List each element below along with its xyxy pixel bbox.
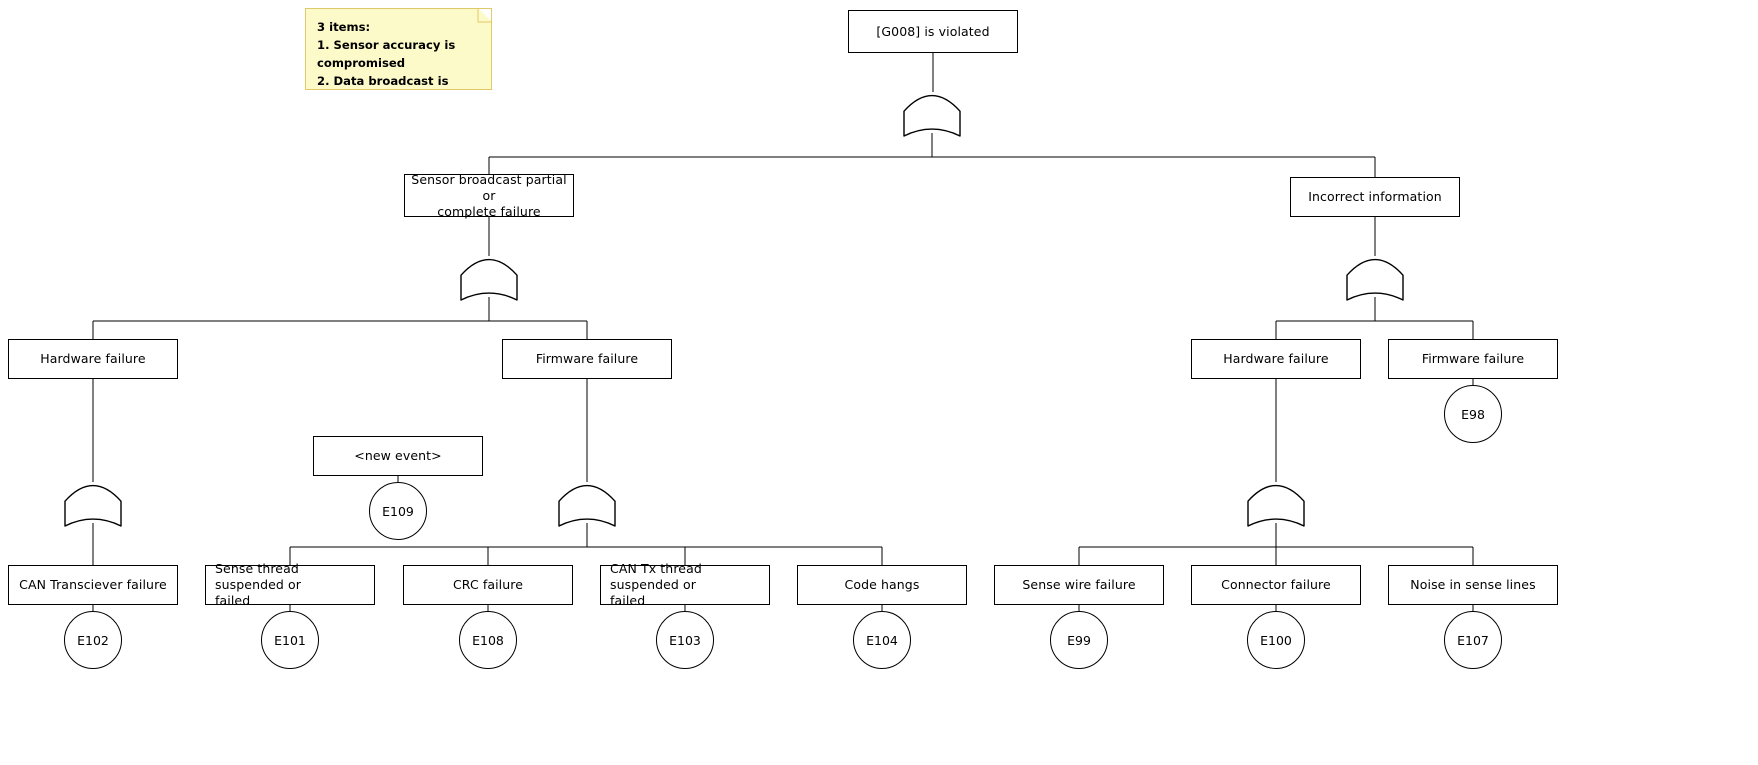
basic-event-label: E107 [1457,632,1489,648]
or-gate-gate-hw1[interactable] [61,476,125,530]
fault-node-g1[interactable]: Sensor broadcast partial or complete fai… [404,171,574,219]
or-gate-gate-fw1[interactable] [555,476,619,530]
fault-node-label: Code hangs [844,577,920,592]
basic-event-e104[interactable]: E104 [853,611,911,669]
fault-node-label: Firmware failure [1421,351,1525,366]
basic-event-label: E98 [1461,406,1485,422]
fault-node-label: Sensor broadcast partial or complete fai… [411,171,567,219]
basic-event-e108[interactable]: E108 [459,611,517,669]
basic-event-e101[interactable]: E101 [261,611,319,669]
fault-node-fw1[interactable]: Firmware failure [502,339,672,379]
or-gate-gate-hw2[interactable] [1244,476,1308,530]
fault-node-can[interactable]: CAN Transciever failure [8,565,178,605]
sticky-note-text: 3 items: 1. Sensor accuracy is compromis… [317,20,456,88]
fault-node-top[interactable]: [G008] is violated [848,10,1018,53]
fault-node-sense[interactable]: Sense thread suspended or failed [205,561,375,608]
fault-node-code[interactable]: Code hangs [797,565,967,605]
fault-node-label: Sense thread suspended or failed [215,561,302,608]
fault-node-conn[interactable]: Connector failure [1191,565,1361,605]
fault-node-label: Firmware failure [535,351,639,366]
basic-event-e102[interactable]: E102 [64,611,122,669]
fault-node-label: Sense wire failure [1022,577,1136,592]
fault-node-noise[interactable]: Noise in sense lines [1388,565,1558,605]
or-gate-shape [1247,485,1305,527]
fault-node-cantx[interactable]: CAN Tx thread suspended or failed [600,561,770,608]
fault-node-newev[interactable]: <new event> [313,436,483,476]
fault-node-label: CAN Transciever failure [19,577,167,592]
fault-node-label: Noise in sense lines [1410,577,1536,592]
fault-node-label: CRC failure [452,577,524,592]
or-gate-shape [460,259,518,301]
fault-node-fw2[interactable]: Firmware failure [1388,339,1558,379]
basic-event-e107[interactable]: E107 [1444,611,1502,669]
fault-node-hw1[interactable]: Hardware failure [8,339,178,379]
fault-node-label: CAN Tx thread suspended or failed [610,561,702,608]
fault-node-wire[interactable]: Sense wire failure [994,565,1164,605]
basic-event-label: E100 [1260,632,1292,648]
basic-event-e98[interactable]: E98 [1444,385,1502,443]
basic-event-label: E101 [274,632,306,648]
fault-node-crc[interactable]: CRC failure [403,565,573,605]
fault-node-hw2[interactable]: Hardware failure [1191,339,1361,379]
fault-node-label: [G008] is violated [876,23,990,39]
basic-event-e100[interactable]: E100 [1247,611,1305,669]
or-gate-shape [558,485,616,527]
or-gate-gate-g2[interactable] [1343,250,1407,304]
or-gate-gate-top[interactable] [900,86,964,140]
basic-event-label: E103 [669,632,701,648]
basic-event-e99[interactable]: E99 [1050,611,1108,669]
fault-node-label: <new event> [354,448,442,463]
or-gate-shape [64,485,122,527]
fault-node-g2[interactable]: Incorrect information [1290,177,1460,217]
or-gate-shape [1346,259,1404,301]
fault-node-label: Incorrect information [1308,189,1442,204]
fault-node-label: Hardware failure [40,351,146,366]
basic-event-label: E99 [1067,632,1091,648]
fault-node-label: Hardware failure [1223,351,1329,366]
or-gate-shape [903,95,961,137]
basic-event-e109[interactable]: E109 [369,482,427,540]
or-gate-gate-g1[interactable] [457,250,521,304]
note-fold-corner-icon [478,9,491,22]
basic-event-label: E108 [472,632,504,648]
fault-node-label: Connector failure [1221,577,1331,592]
basic-event-label: E102 [77,632,109,648]
basic-event-e103[interactable]: E103 [656,611,714,669]
basic-event-label: E104 [866,632,898,648]
basic-event-label: E109 [382,503,414,519]
sticky-note[interactable]: 3 items: 1. Sensor accuracy is compromis… [305,8,492,90]
